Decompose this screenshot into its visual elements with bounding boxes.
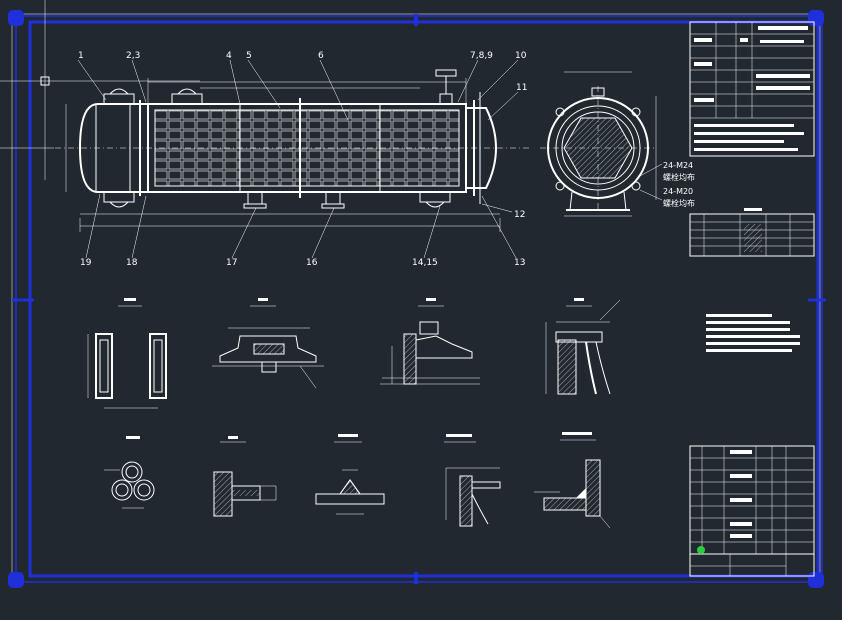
- detail-view-weld-corner: [534, 432, 611, 529]
- detail-view-tube-pattern: [104, 436, 155, 509]
- callout-14-15: 14,15: [412, 258, 438, 268]
- detail-view-tube-joint: [213, 436, 277, 517]
- bolt-note-24-m24: 24-M24: [663, 161, 693, 170]
- detail-view-a: [87, 298, 167, 409]
- part-callouts: 1 2,3 4 5 6 7,8,9 10 11 19 18 17 16 14,1…: [78, 51, 527, 268]
- crosshair-cursor-icon: [0, 0, 200, 180]
- heat-exchanger-elevation-view: [0, 59, 530, 259]
- heat-exchanger-end-view: [540, 71, 663, 217]
- callout-2-3: 2,3: [126, 51, 140, 61]
- technical-notes: [706, 314, 800, 352]
- callout-1: 1: [78, 51, 84, 61]
- ucs-marker-icon[interactable]: [697, 546, 705, 554]
- callout-4: 4: [226, 51, 232, 61]
- callout-10: 10: [515, 51, 527, 61]
- callout-16: 16: [306, 258, 318, 268]
- callout-13: 13: [514, 258, 525, 268]
- parts-list-table: [689, 445, 815, 577]
- detail-view-b: [212, 298, 324, 389]
- detail-view-weld-t: [444, 434, 501, 527]
- callout-11: 11: [516, 83, 527, 93]
- callout-19: 19: [80, 258, 92, 268]
- detail-view-c: [380, 298, 480, 385]
- bolt-note-uniform-1: 螺栓均布: [663, 172, 695, 182]
- bolt-note-uniform-2: 螺栓均布: [663, 198, 695, 208]
- bolt-note-24-m20: 24-M20: [663, 187, 693, 196]
- callout-5: 5: [246, 51, 252, 61]
- technical-specification-table: [689, 21, 815, 157]
- nozzle-table: [689, 208, 815, 257]
- callout-17: 17: [226, 258, 237, 268]
- detail-view-weld-v: [315, 434, 385, 515]
- callout-7-8-9: 7,8,9: [470, 51, 493, 61]
- callout-12: 12: [514, 210, 525, 220]
- callout-6: 6: [318, 51, 324, 61]
- detail-view-d: [545, 298, 621, 395]
- callout-18: 18: [126, 258, 138, 268]
